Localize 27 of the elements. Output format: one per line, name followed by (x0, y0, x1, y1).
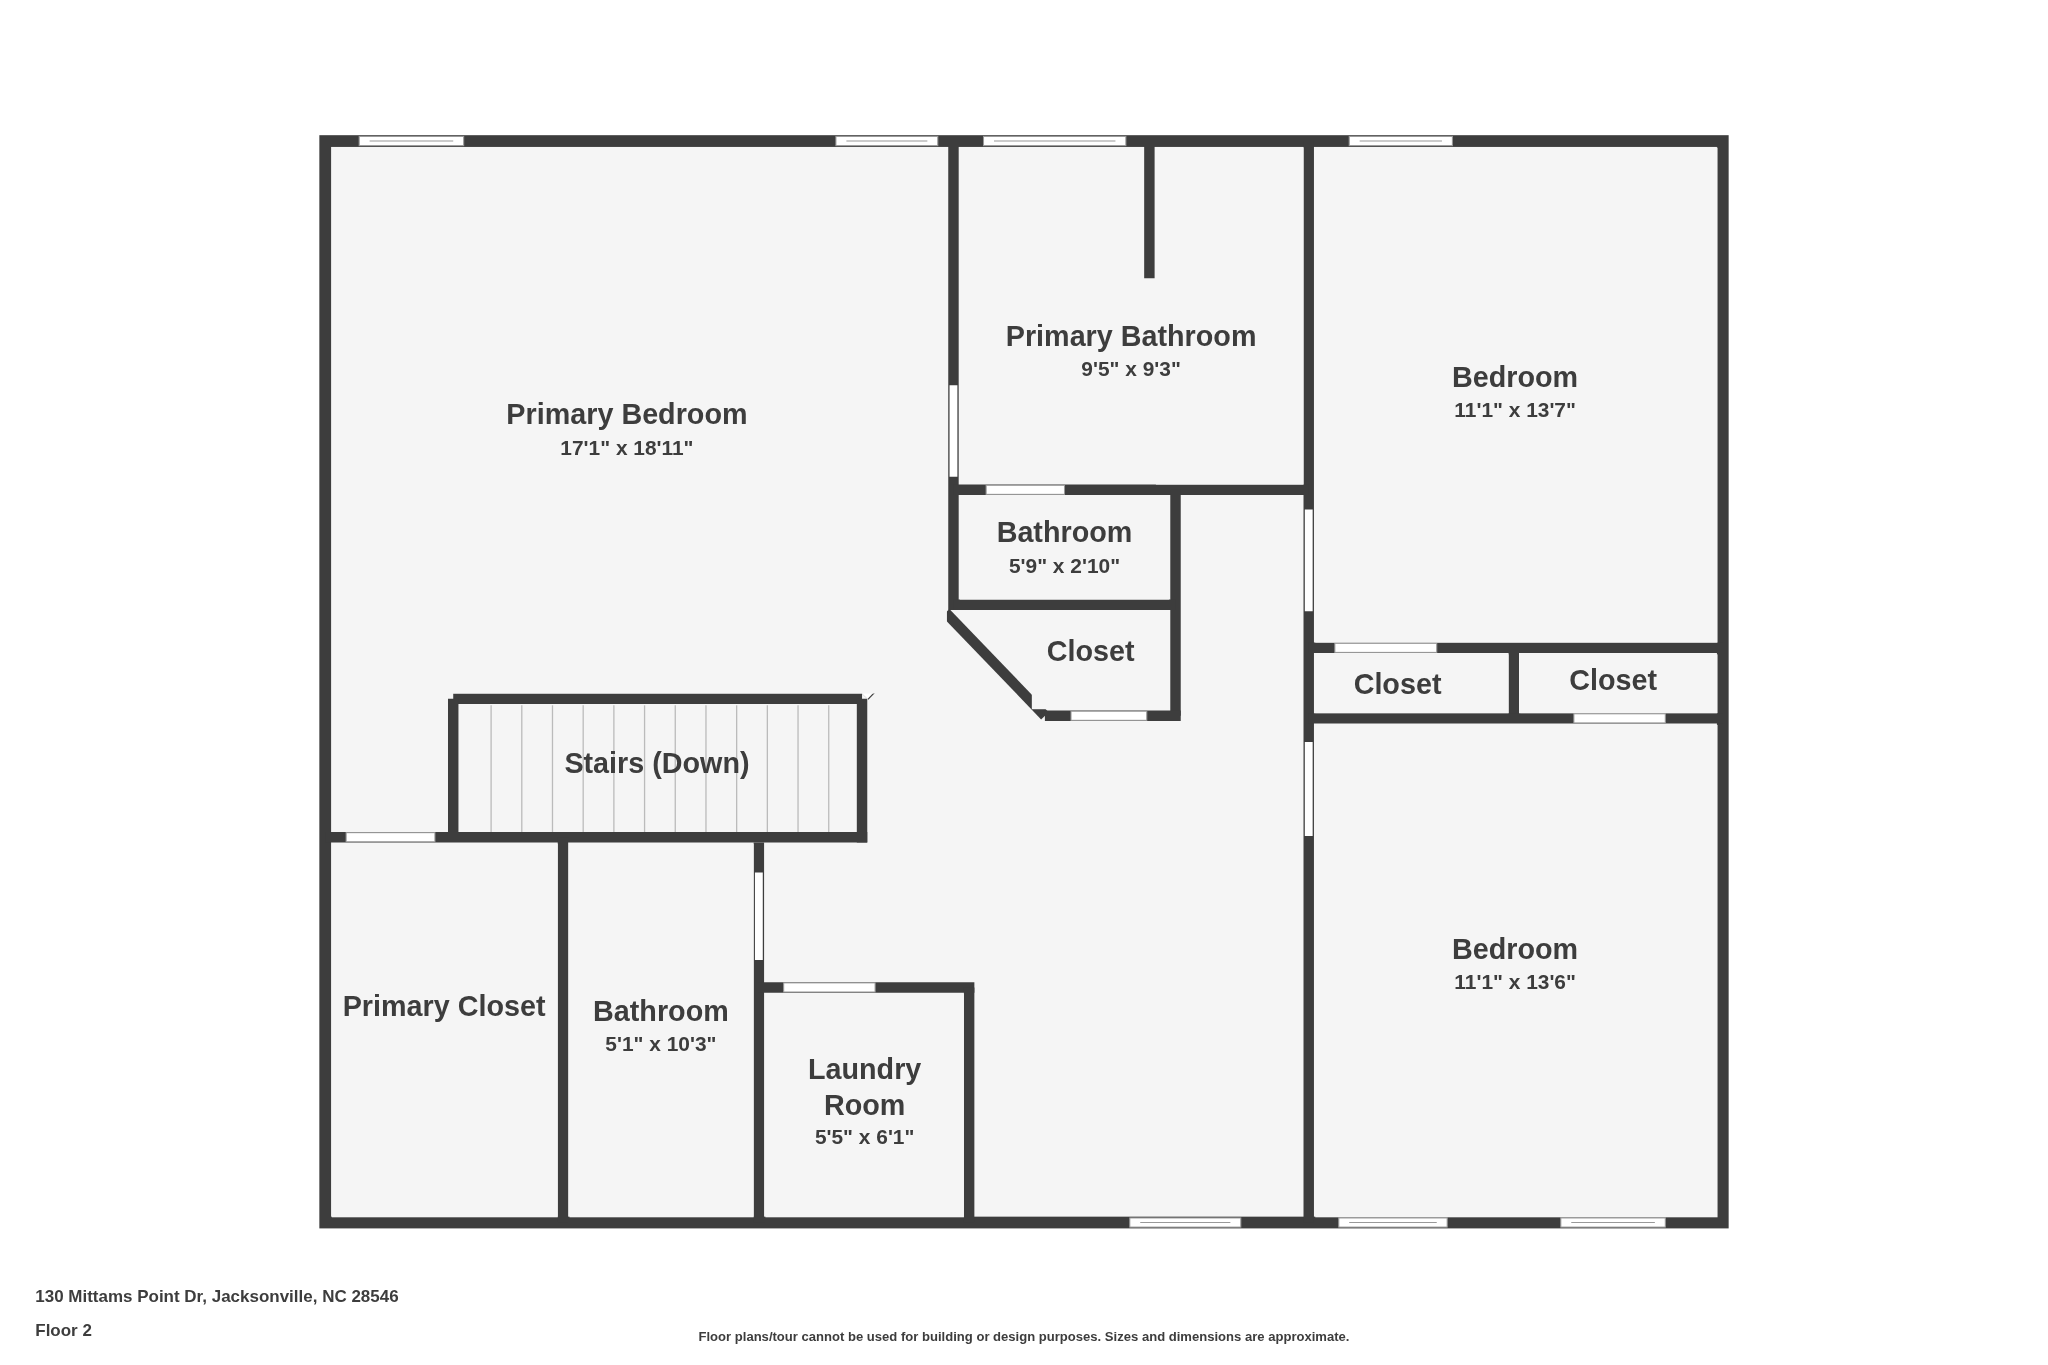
room-name: Bedroom (1452, 931, 1579, 968)
room-dimensions: 11'1" x 13'7" (1454, 397, 1576, 423)
room-dimensions: 11'1" x 13'6" (1454, 969, 1576, 995)
room-name: Stairs (Down) (564, 746, 750, 782)
room-dimensions: 9'5" x 9'3" (1081, 356, 1181, 383)
room-name: Closet (1353, 666, 1442, 703)
disclaimer-text: Floor plans/tour cannot be used for building or design purposes. Sizes and dimensions are approximate. (698, 1329, 1350, 1344)
room-dimensions: 5'5" x 6'1" (814, 1124, 915, 1151)
room-area (569, 843, 754, 1218)
room-area (331, 843, 558, 1218)
room-dimensions: 5'1" x 10'3" (605, 1032, 717, 1058)
room-name: Laundry Room (806, 1051, 923, 1124)
room-area (765, 993, 964, 1218)
room-name: Closet (1569, 662, 1657, 699)
room-name: Primary Bedroom (506, 397, 748, 433)
room-name: Primary Closet (342, 989, 546, 1025)
room-name: Bedroom (1452, 359, 1579, 396)
floor-label: Floor 2 (35, 1320, 92, 1341)
room-dimensions: 5'9" x 2'10" (1008, 554, 1121, 580)
room-area (1315, 724, 1718, 1218)
room-name: Primary Bathroom (1005, 319, 1257, 355)
address-text: 130 Mittams Point Dr, Jacksonville, NC 28546 (35, 1286, 399, 1307)
room-area (1315, 147, 1718, 643)
room-name: Bathroom (593, 994, 729, 1030)
room-name: Bathroom (996, 514, 1133, 551)
room-name: Closet (1046, 633, 1135, 670)
room-dimensions: 17'1" x 18'11" (560, 435, 694, 461)
